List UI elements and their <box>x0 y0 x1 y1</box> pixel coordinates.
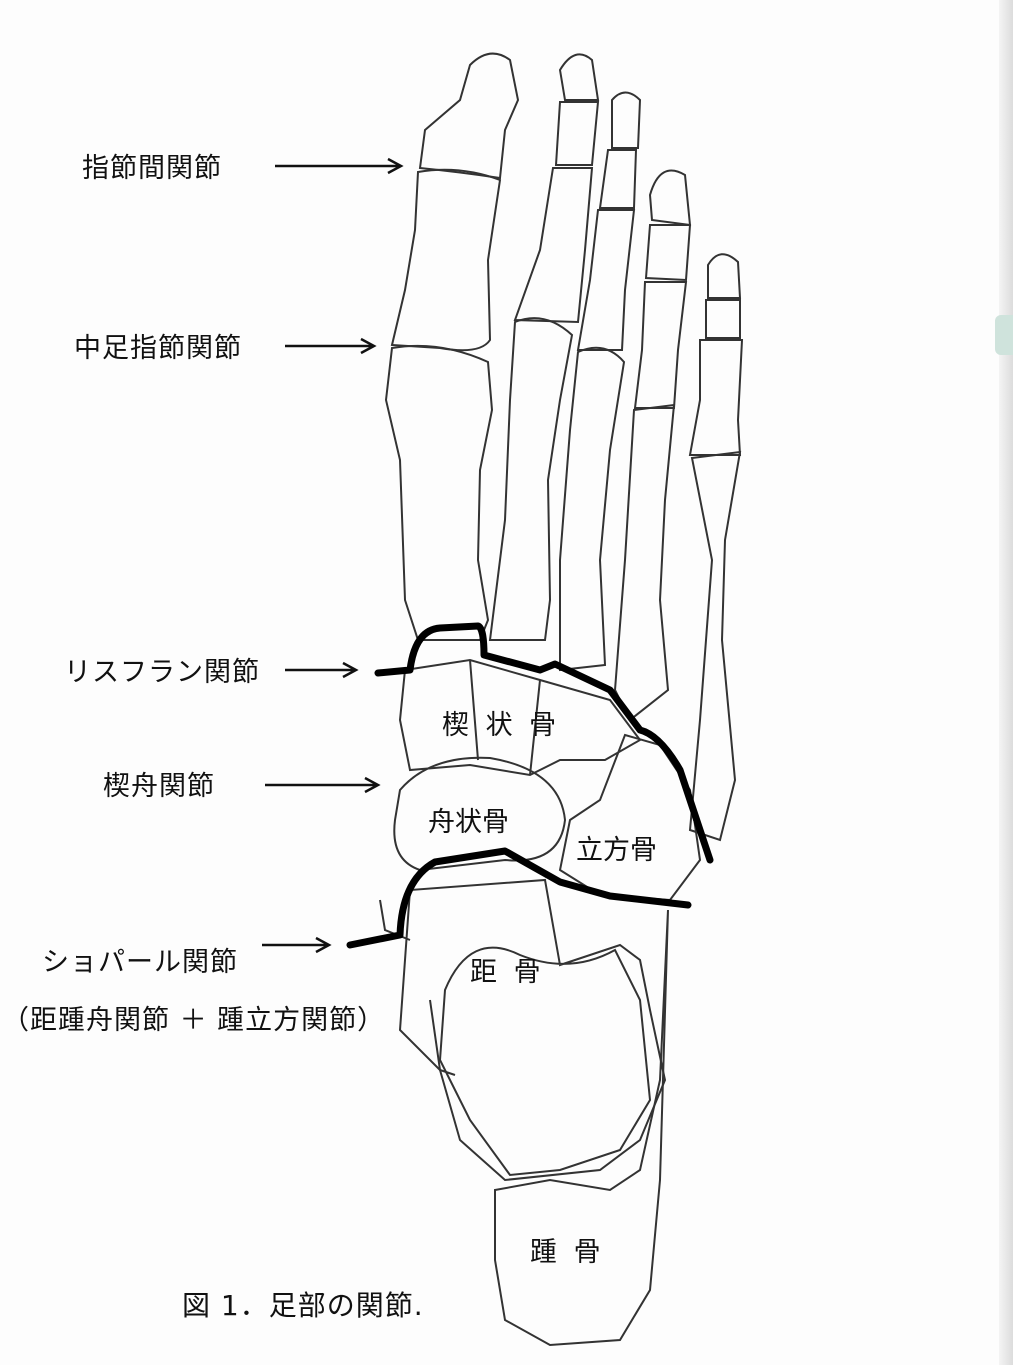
hallux-proximal-phalanx <box>390 168 502 352</box>
arrow-lisfranc <box>285 661 359 679</box>
label-cuneiform: 楔 状 骨 <box>442 710 561 741</box>
second-proximal-phalanx <box>513 167 594 324</box>
calcaneus-bone <box>494 909 669 1347</box>
second-metatarsal <box>488 317 574 641</box>
label-chopart-detail: （距踵舟関節 ＋ 踵立方関節） <box>2 1005 386 1036</box>
fourth-proximal-phalanx <box>633 281 688 409</box>
fourth-middle-phalanx <box>644 224 692 282</box>
label-cuneonavicular-joint: 楔舟関節 <box>103 771 215 802</box>
label-cuboid: 立方骨 <box>576 835 657 866</box>
arrow-metatarsophalangeal <box>285 337 377 355</box>
cuneiform-bones <box>398 658 642 777</box>
third-distal-phalanx <box>611 91 642 149</box>
page-tab <box>995 315 1013 355</box>
fifth-metatarsal <box>688 450 742 842</box>
fourth-metatarsal <box>613 403 676 722</box>
label-interphalangeal-joint: 指節間関節 <box>82 153 222 184</box>
hallux-distal-phalanx <box>418 52 520 180</box>
arrow-interphalangeal <box>275 157 404 175</box>
joint-lines <box>346 622 714 949</box>
label-calcaneus: 踵 骨 <box>530 1237 605 1268</box>
label-talus: 距 骨 <box>470 957 545 988</box>
arrows <box>262 157 404 954</box>
label-metatarsophalangeal-joint: 中足指節関節 <box>74 333 242 364</box>
third-middle-phalanx <box>598 149 638 209</box>
second-middle-phalanx <box>554 101 600 166</box>
label-lisfranc-joint: リスフラン関節 <box>64 657 260 688</box>
lisfranc-joint-line <box>374 622 714 864</box>
navicular-bone <box>393 756 567 872</box>
label-navicular: 舟状骨 <box>428 807 509 838</box>
label-chopart-joint: ショパール関節 <box>42 947 238 978</box>
arrow-chopart <box>262 936 332 954</box>
second-distal-phalanx <box>558 53 600 101</box>
fifth-proximal-phalanx <box>688 339 744 456</box>
fifth-distal-phalanx <box>707 253 742 299</box>
first-metatarsal <box>384 344 494 641</box>
figure-caption: 図 1．足部の関節. <box>182 1289 424 1322</box>
fourth-distal-phalanx <box>648 169 692 227</box>
chopart-joint-line <box>346 847 692 949</box>
fifth-middle-phalanx <box>705 299 741 339</box>
toe-bones <box>384 52 744 842</box>
arrow-cuneonavicular <box>265 776 381 794</box>
third-proximal-phalanx <box>576 209 636 351</box>
talus-bone <box>398 878 667 1182</box>
third-metatarsal <box>559 346 626 672</box>
